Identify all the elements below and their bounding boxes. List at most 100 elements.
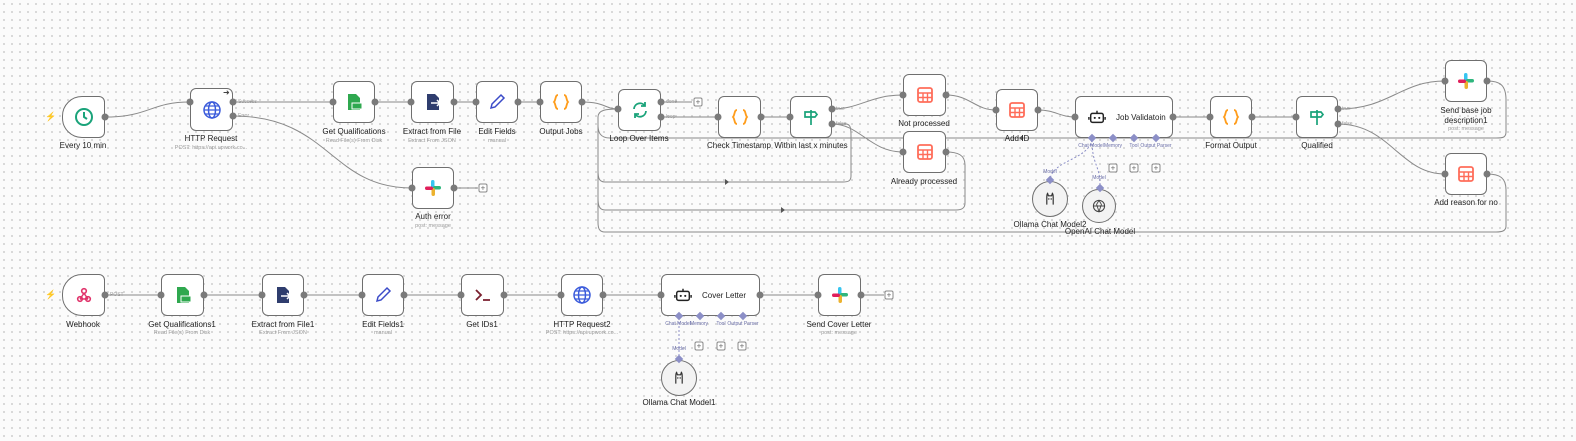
output-handle-true[interactable] [828, 105, 836, 113]
add-tool-button[interactable]: + [716, 341, 726, 351]
output-handle[interactable] [757, 113, 765, 121]
output-handle[interactable] [371, 98, 379, 106]
node-edit-fields[interactable] [476, 81, 518, 123]
input-handle[interactable] [457, 291, 465, 299]
node-ollama-chat-model2[interactable] [1032, 181, 1068, 217]
input-handle[interactable] [1071, 113, 1079, 121]
slack-icon [1458, 73, 1474, 89]
node-within-last-x-minutes[interactable] [790, 96, 832, 138]
input-handle[interactable] [407, 98, 415, 106]
node-get-ids1[interactable] [461, 274, 504, 316]
output-handle-done[interactable] [657, 98, 665, 106]
node-auth-error[interactable] [412, 167, 454, 209]
output-handle[interactable] [942, 91, 950, 99]
node-check-timestamp[interactable] [718, 96, 761, 138]
node-openai-chat-model[interactable] [1082, 189, 1116, 223]
output-handle[interactable] [578, 98, 586, 106]
node-title: Cover Letter [702, 290, 747, 300]
input-handle[interactable] [614, 105, 622, 113]
node-http-request[interactable] [190, 88, 233, 131]
node-get-qualifications[interactable] [333, 81, 375, 123]
input-handle[interactable] [536, 98, 544, 106]
output-handle-success[interactable] [229, 98, 237, 106]
input-handle[interactable] [1292, 113, 1300, 121]
node-sublabel: Extract From JSON [259, 330, 307, 336]
output-handle[interactable] [599, 291, 607, 299]
input-handle[interactable] [814, 291, 822, 299]
node-qualified[interactable] [1296, 96, 1338, 138]
add-node-button[interactable]: + [884, 290, 894, 300]
output-handle-false[interactable] [1334, 120, 1342, 128]
output-handle[interactable] [300, 291, 308, 299]
node-loop-over-items[interactable] [618, 89, 661, 131]
input-handle[interactable] [472, 98, 480, 106]
node-extract-from-file[interactable] [411, 81, 454, 123]
input-handle[interactable] [258, 291, 266, 299]
input-handle[interactable] [899, 148, 907, 156]
node-job-validation-agent[interactable]: Job Validatoin [1075, 96, 1173, 138]
node-label: Edit Fields1 [362, 320, 404, 329]
input-handle[interactable] [157, 291, 165, 299]
add-memory-button[interactable]: + [694, 341, 704, 351]
input-handle[interactable] [899, 91, 907, 99]
output-handle-false[interactable] [828, 120, 836, 128]
output-handle[interactable] [101, 113, 109, 121]
output-handle[interactable] [942, 148, 950, 156]
node-output-jobs[interactable] [540, 81, 582, 123]
output-handle-true[interactable] [1334, 105, 1342, 113]
node-not-processed[interactable] [903, 74, 946, 116]
node-http-request2[interactable] [561, 274, 603, 316]
output-handle[interactable] [1483, 77, 1491, 85]
output-handle[interactable] [1483, 170, 1491, 178]
add-output-parser-button[interactable]: + [737, 341, 747, 351]
input-handle[interactable] [186, 98, 194, 106]
output-handle[interactable] [400, 291, 408, 299]
add-output-parser-button[interactable]: + [1151, 163, 1161, 173]
port-label-tool: Tool [716, 321, 726, 327]
input-handle[interactable] [1441, 77, 1449, 85]
node-add-reason-for-no[interactable] [1445, 153, 1487, 195]
output-handle[interactable] [756, 291, 764, 299]
output-handle[interactable] [1169, 113, 1177, 121]
output-handle[interactable] [1034, 106, 1042, 114]
node-ollama-chat-model1[interactable] [661, 360, 697, 396]
input-handle[interactable] [786, 113, 794, 121]
output-handle[interactable] [514, 98, 522, 106]
input-handle[interactable] [657, 291, 665, 299]
port-label-model: Model [672, 346, 686, 352]
add-node-button[interactable]: + [478, 183, 488, 193]
node-get-qualifications1[interactable] [161, 274, 204, 316]
input-handle[interactable] [1441, 170, 1449, 178]
node-add-id[interactable] [996, 89, 1038, 131]
add-node-button[interactable]: + [693, 97, 703, 107]
node-edit-fields1[interactable] [362, 274, 404, 316]
input-handle[interactable] [992, 106, 1000, 114]
node-every-10-min[interactable] [62, 96, 105, 138]
output-handle[interactable] [450, 98, 458, 106]
input-handle[interactable] [557, 291, 565, 299]
output-handle[interactable] [500, 291, 508, 299]
add-tool-button[interactable]: + [1129, 163, 1139, 173]
input-handle[interactable] [408, 184, 416, 192]
node-webhook[interactable] [62, 274, 105, 316]
input-handle[interactable] [1206, 113, 1214, 121]
output-handle[interactable] [1248, 113, 1256, 121]
input-handle[interactable] [358, 291, 366, 299]
node-send-cover-letter[interactable] [818, 274, 861, 316]
output-handle[interactable] [857, 291, 865, 299]
output-handle[interactable] [450, 184, 458, 192]
node-format-output[interactable] [1210, 96, 1252, 138]
output-handle-error[interactable] [229, 112, 237, 120]
input-handle[interactable] [329, 98, 337, 106]
node-already-processed[interactable] [903, 131, 946, 173]
node-label: Already processed [890, 177, 958, 186]
add-memory-button[interactable]: + [1108, 163, 1118, 173]
node-extract-from-file1[interactable] [262, 274, 304, 316]
output-handle[interactable] [200, 291, 208, 299]
output-handle-loop[interactable] [657, 113, 665, 121]
output-handle[interactable] [101, 291, 109, 299]
node-send-base-job-description[interactable] [1445, 60, 1487, 102]
input-handle[interactable] [714, 113, 722, 121]
node-cover-letter-agent[interactable]: Cover Letter [661, 274, 760, 316]
